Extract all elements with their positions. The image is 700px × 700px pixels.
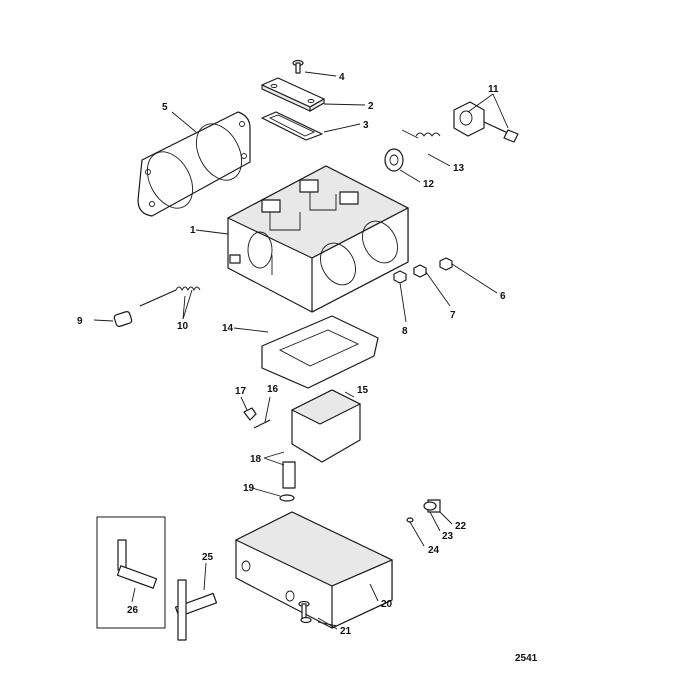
inset-frame (96, 516, 166, 629)
part-10-needle-and-spring (139, 286, 201, 307)
callout-6: 6 (500, 291, 506, 302)
callout-1: 1 (190, 225, 196, 236)
part-8-nut (393, 270, 407, 284)
callout-19: 19 (243, 483, 255, 494)
part-4-screw (292, 59, 304, 74)
callout-10: 10 (177, 321, 189, 332)
callout-7: 7 (450, 310, 456, 321)
part-12-seal-ring (384, 148, 404, 172)
callout-11: 11 (488, 84, 499, 95)
callout-23: 23 (442, 531, 454, 542)
callout-22: 22 (455, 521, 467, 532)
part-23-washer (423, 501, 437, 511)
part-14-bowl-gasket (261, 315, 379, 389)
figure-number: 2541 (515, 653, 538, 664)
callout-12: 12 (423, 179, 435, 190)
part-24-screw (406, 517, 414, 523)
callout-26: 26 (127, 605, 139, 616)
callout-17: 17 (235, 386, 247, 397)
part-5-flange-gasket (137, 111, 251, 217)
callout-24: 24 (428, 545, 440, 556)
part-20-float-bowl (234, 511, 394, 629)
part-18-needle-valve (282, 461, 296, 489)
part-19-washer (279, 494, 295, 502)
callout-21: 21 (340, 626, 352, 637)
part-9-cap (113, 311, 133, 327)
callout-8: 8 (402, 326, 408, 337)
part-6-nut (439, 257, 453, 271)
part-16-pin (253, 419, 271, 429)
callout-20: 20 (381, 599, 393, 610)
part-21-screws (298, 600, 312, 624)
callout-18: 18 (250, 454, 262, 465)
part-7-nut (413, 264, 427, 278)
part-17-screw (243, 407, 257, 421)
part-2-cover-plate (261, 77, 325, 112)
callout-3: 3 (363, 120, 369, 131)
callout-13: 13 (453, 163, 465, 174)
part-25-fitting (174, 579, 218, 641)
part-1-carburetor-body (226, 165, 410, 313)
part-15-float (290, 389, 362, 463)
callout-4: 4 (339, 72, 345, 83)
part-3-cover-gasket (261, 111, 323, 141)
callout-16: 16 (267, 384, 279, 395)
part-11-choke-assembly (453, 101, 519, 143)
callout-15: 15 (357, 385, 369, 396)
callout-14: 14 (222, 323, 234, 334)
part-26-elbow-fitting (116, 539, 158, 589)
callout-9: 9 (77, 316, 83, 327)
callout-labels: 1 2 3 4 5 6 7 8 9 10 11 12 13 14 15 16 1… (77, 72, 538, 664)
callout-5: 5 (162, 102, 168, 113)
part-13-spring (401, 129, 441, 139)
leader-lines (93, 71, 509, 630)
callout-25: 25 (202, 552, 214, 563)
callout-2: 2 (368, 101, 374, 112)
